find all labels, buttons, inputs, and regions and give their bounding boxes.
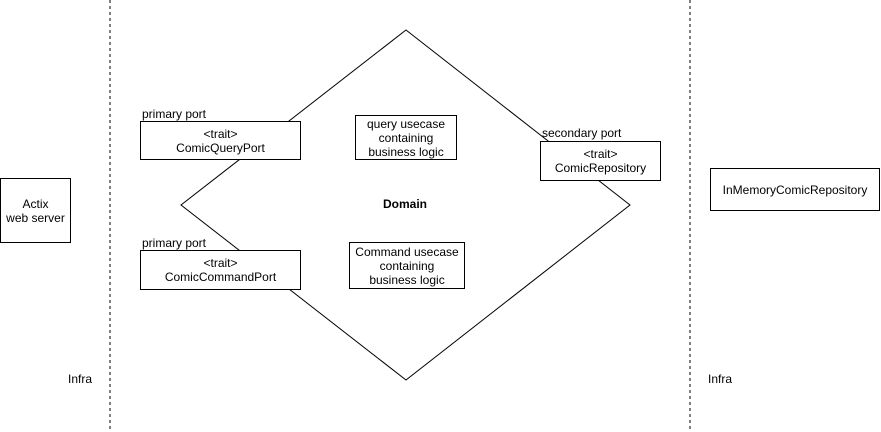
query-port-caption: primary port (142, 107, 207, 121)
query-port-trait: <trait> (203, 126, 238, 141)
in-memory-repo-label: InMemoryComicRepository (722, 182, 868, 197)
repository-port-trait: <trait> (583, 147, 618, 161)
command-port-name: ComicCommandPort (164, 270, 277, 284)
actix-line1: Actix (22, 196, 49, 211)
command-usecase-line2: containing (379, 258, 435, 273)
command-usecase-line3: business logic (369, 272, 445, 287)
repository-port-caption: secondary port (542, 126, 622, 140)
infra-left-label: Infra (68, 372, 93, 386)
command-usecase-box: Command usecase containing business logi… (349, 242, 465, 289)
infra-right-label: Infra (708, 372, 733, 386)
actix-line2: web server (6, 210, 65, 225)
actix-web-server-box: Actix web server (0, 178, 71, 243)
query-usecase-line1: query usecase (366, 116, 446, 131)
domain-label: Domain (383, 197, 428, 211)
comic-query-port-box: <trait> ComicQueryPort (140, 121, 301, 160)
command-port-trait: <trait> (203, 256, 238, 270)
command-port-caption: primary port (142, 236, 207, 250)
command-usecase-line1: Command usecase (355, 244, 459, 259)
query-usecase-line2: containing (378, 130, 434, 145)
query-usecase-box: query usecase containing business logic (355, 115, 457, 160)
query-usecase-line3: business logic (368, 144, 444, 159)
comic-command-port-box: <trait> ComicCommandPort (140, 250, 301, 290)
query-port-name: ComicQueryPort (176, 140, 265, 155)
repository-port-name: ComicRepository (554, 161, 647, 175)
in-memory-comic-repository-box: InMemoryComicRepository (710, 168, 880, 211)
comic-repository-box: <trait> ComicRepository (540, 141, 661, 181)
